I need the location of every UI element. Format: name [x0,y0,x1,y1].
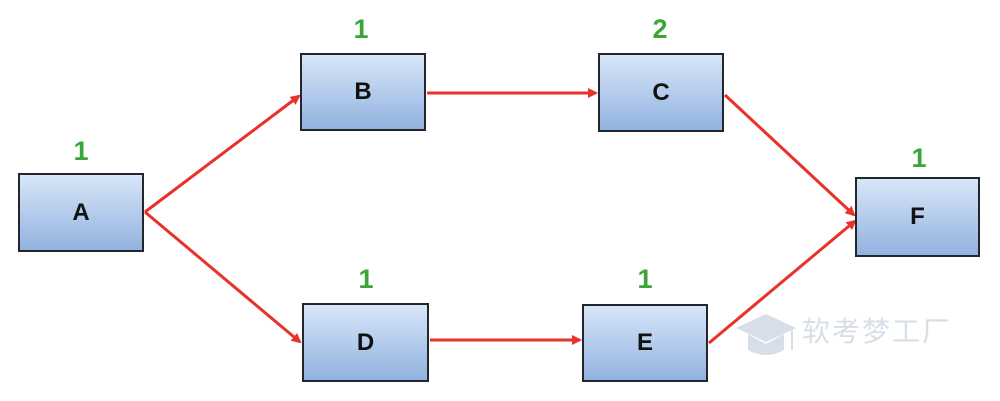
edge-e-to-f [708,219,857,345]
node-c-label: C [652,78,670,106]
graduation-cap-icon [736,314,796,355]
edge-a-to-d [144,210,302,344]
node-b-weight: 1 [353,14,369,44]
node-b: B [300,53,426,131]
node-d-weight: 1 [358,264,374,294]
edge-c-to-f [723,93,856,217]
node-c: C [598,53,724,132]
node-f-weight: 1 [911,143,927,173]
edge-a-to-b [144,94,301,214]
node-e-label: E [636,329,653,356]
node-d-label: D [356,328,375,356]
node-e-weight: 1 [637,264,653,294]
node-a-weight: 1 [73,136,89,166]
node-b-label: B [354,78,372,105]
watermark: 软考梦工厂 [730,298,990,368]
node-a: A [18,173,144,252]
node-d: D [302,303,429,382]
node-c-weight: 2 [652,14,668,44]
watermark-text: 软考梦工厂 [802,315,953,348]
node-f: F [855,177,980,257]
node-f-label: F [910,203,925,230]
node-e: E [582,304,708,382]
node-a-label: A [72,198,90,226]
